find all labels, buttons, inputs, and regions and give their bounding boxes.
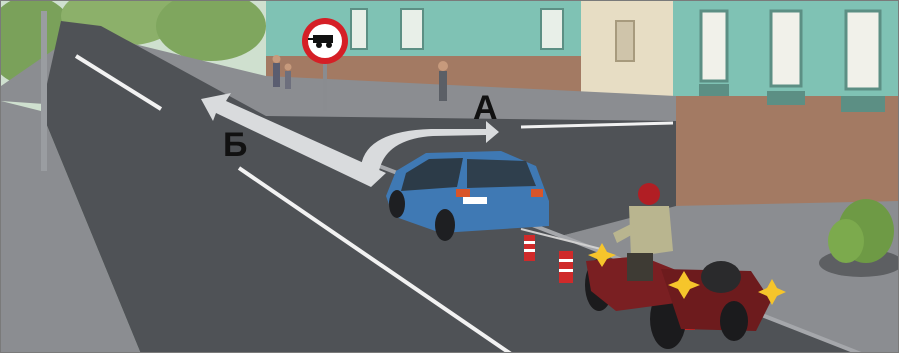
motorcycle-with-sidecar [585, 256, 771, 349]
shrub [819, 199, 898, 277]
hazard-flash-icon [588, 243, 786, 305]
turn-arrow-icon [201, 93, 386, 187]
lane-marking-far [74, 54, 163, 111]
route-label-b: Б [223, 126, 248, 164]
sidewalk-left [1, 101, 141, 352]
building-right [673, 1, 898, 206]
turn-arrow-icon [361, 121, 499, 171]
lane-marking-cross [520, 121, 674, 129]
tow-line [520, 228, 602, 250]
lamp-post [41, 11, 47, 171]
building-beige [581, 1, 676, 96]
lane-marking-near [237, 166, 512, 352]
route-label-a: А [473, 89, 498, 127]
rider [613, 183, 673, 281]
no-trailer-sign-icon [302, 18, 348, 111]
car [386, 151, 549, 241]
pedestrians [272, 55, 448, 101]
